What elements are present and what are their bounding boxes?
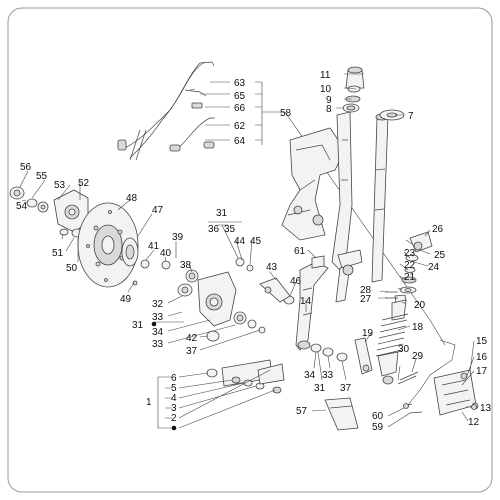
callout-52: 52 [78,178,90,189]
callout-58: 58 [280,108,292,119]
callout-19: 19 [362,328,374,339]
brake-caliper [197,257,291,334]
callout-33-left-a: 33 [152,312,164,323]
callout-numbers: 63 65 66 58 62 64 11 10 9 8 7 56 55 53 5… [16,70,492,433]
callout-17: 17 [476,366,488,377]
callout-30: 30 [398,344,410,355]
callout-1: 1 [146,397,152,408]
callout-31-left: 31 [132,320,144,331]
callout-56: 56 [20,162,32,173]
callout-29: 29 [412,351,424,362]
callout-45: 45 [250,236,262,247]
callout-49: 49 [120,294,132,305]
tie-rod [397,371,419,385]
callout-25: 25 [434,250,446,261]
seal-33 [322,347,334,357]
callout-3: 3 [171,403,177,414]
callout-55: 55 [36,171,48,182]
fork-top-clamp [385,231,433,304]
callout-37-center: 37 [340,383,352,394]
callout-61: 61 [294,246,306,257]
callout-20: 20 [414,300,426,311]
callout-46: 46 [290,276,302,287]
callout-34-left: 34 [152,327,164,338]
steering-frame [281,111,353,271]
leader-lines [19,73,475,429]
callout-10: 10 [320,84,332,95]
callout-35: 35 [224,224,236,235]
fork-bracket [354,337,373,375]
speedometer-cable [407,339,456,406]
brake-disc [77,202,139,288]
callout-2: 2 [171,413,177,424]
callout-54: 54 [16,201,28,212]
callout-23: 23 [404,248,416,259]
shock-absorber [375,299,409,385]
callout-65: 65 [234,91,246,102]
headset-bearing-stack [342,66,405,121]
callout-36: 36 [208,224,220,235]
callout-18: 18 [412,322,424,333]
callout-66: 66 [234,103,246,114]
callout-15: 15 [476,336,488,347]
callout-39: 39 [172,232,184,243]
wheel-axle-assembly [206,359,285,394]
callout-14: 14 [300,296,312,307]
callout-59: 59 [372,422,384,433]
callout-33-left-b: 33 [152,339,164,350]
callout-8: 8 [326,104,332,115]
callout-53: 53 [54,180,66,191]
callout-33-center: 33 [322,370,334,381]
callout-7: 7 [408,111,414,122]
callout-38: 38 [180,260,192,271]
callout-16: 16 [476,352,488,363]
callout-4: 4 [171,393,177,404]
callout-37-left: 37 [186,346,198,357]
callout-43: 43 [266,262,278,273]
callout-31-center: 31 [314,383,326,394]
callout-51: 51 [52,248,64,259]
clip-61 [311,255,325,269]
mudguard-bracket-57 [324,397,359,431]
callout-50: 50 [66,263,78,274]
callout-13: 13 [480,403,492,414]
speedometer-drive [121,237,199,297]
callout-12: 12 [468,417,480,428]
callout-22: 22 [404,260,416,271]
callout-11: 11 [320,70,331,81]
callout-64: 64 [234,136,246,147]
callout-44: 44 [234,236,246,247]
callout-21: 21 [404,272,416,283]
wheel-hub-left [9,186,89,238]
callout-24: 24 [428,262,440,273]
callout-57: 57 [296,406,308,417]
diagram-frame [7,7,493,493]
callout-9: 9 [326,95,332,106]
callout-26: 26 [432,224,444,235]
callout-60: 60 [372,411,384,422]
callout-40: 40 [160,248,172,259]
callout-27: 27 [360,294,372,305]
callout-47: 47 [152,205,164,216]
wiring-harness [117,61,215,161]
callout-63: 63 [234,78,246,89]
bushing-42 [206,330,220,342]
callout-5: 5 [171,383,177,394]
seal-34 [310,343,322,353]
callout-28: 28 [360,285,372,296]
callout-6: 6 [171,373,177,384]
seal-37 [336,352,348,362]
callout-42: 42 [186,333,198,344]
callout-34-center: 34 [304,370,316,381]
screw-13 [471,404,477,410]
callout-32: 32 [152,299,164,310]
callout-62: 62 [234,121,246,132]
bullet-markers [151,321,177,431]
callout-41: 41 [148,241,160,252]
callout-31-top: 31 [216,208,228,219]
callout-48: 48 [126,193,138,204]
